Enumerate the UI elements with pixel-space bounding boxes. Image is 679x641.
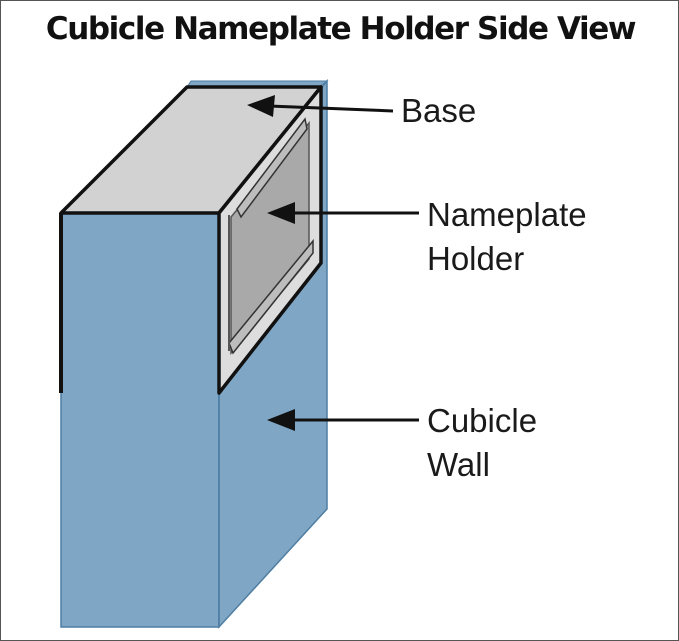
arrow-base xyxy=(247,95,394,117)
label-nameplate-holder: Nameplate Holder xyxy=(427,193,587,281)
nameplate-holder xyxy=(217,85,323,395)
arrowhead-cubicle-wall xyxy=(267,409,295,431)
arrowhead-nameplate-holder xyxy=(267,202,295,224)
label-nameplate-holder-line2: Holder xyxy=(427,240,525,277)
label-nameplate-holder-line1: Nameplate xyxy=(427,196,587,233)
wall-front-face xyxy=(60,212,220,628)
arrowhead-base xyxy=(247,95,275,117)
label-cubicle-wall-line1: Cubicle xyxy=(427,402,538,439)
holder-top-rail xyxy=(236,117,308,219)
label-base: Base xyxy=(401,89,476,133)
arrow-cubicle-wall xyxy=(267,409,419,431)
label-cubicle-wall-line2: Wall xyxy=(427,446,490,483)
holder-bottom-rail xyxy=(228,238,314,355)
arrow-nameplate-holder xyxy=(267,202,419,224)
diagram-title: Cubicle Nameplate Holder Side View xyxy=(45,11,637,47)
label-base-text: Base xyxy=(401,92,477,129)
label-cubicle-wall: Cubicle Wall xyxy=(427,399,537,487)
